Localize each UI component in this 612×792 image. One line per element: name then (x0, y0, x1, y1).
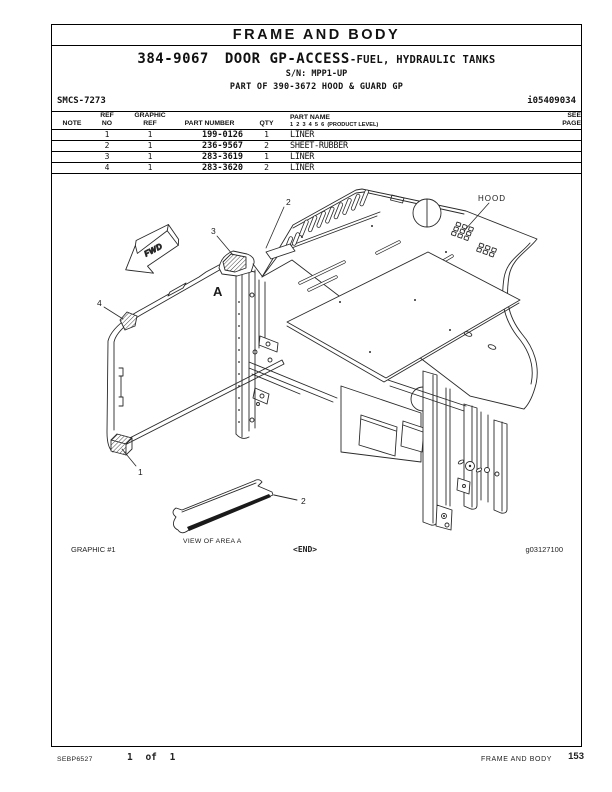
cell-ref-no: 1 (92, 129, 122, 141)
cell-qty: 1 (243, 151, 290, 163)
assembly-part-number: 384-9067 (137, 51, 209, 67)
end-marker: <END> (293, 545, 318, 554)
col-graphic-ref-2: REF (143, 119, 157, 127)
col-see-page-1: SEE (567, 112, 581, 119)
cell-qty: 2 (243, 162, 290, 174)
cell-ref-no: 3 (92, 151, 122, 163)
cell-part-name: LINER (290, 162, 530, 174)
smcs-row: SMCS-7273 i05409034 (57, 96, 576, 106)
cell-part-name: LINER (290, 151, 530, 163)
cell-ref-no: 4 (92, 162, 122, 174)
col-see-page-2: PAGE (562, 119, 581, 127)
table-row: 1 1 199-0126 1 LINER (52, 129, 581, 141)
cell-part-name: LINER (290, 129, 530, 141)
cell-part-number: 283-3620 (178, 162, 243, 174)
cell-qty: 1 (243, 129, 290, 141)
sheet-count: 1 of 1 (127, 752, 176, 763)
assembly-title: DOOR GP-ACCESS (224, 51, 350, 67)
cell-see-page (530, 140, 581, 152)
col-note: NOTE (62, 119, 82, 127)
cell-part-number: 199-0126 (178, 129, 243, 141)
cell-graphic-ref: 1 (122, 151, 178, 163)
col-part-name: PART NAME (290, 113, 330, 121)
parent-assembly: PART OF 390-3672 HOOD & GUARD GP (229, 82, 404, 92)
header-rule (52, 110, 581, 112)
col-ref-no-1: REF (100, 112, 114, 119)
cell-see-page (530, 162, 581, 174)
cell-note (52, 151, 92, 163)
publication-number: SEBP6527 (57, 756, 93, 763)
cell-ref-no: 2 (92, 140, 122, 152)
smcs-code: SMCS-7273 (57, 96, 106, 106)
table-row: 3 1 283-3619 1 LINER (52, 151, 581, 163)
graphic-id: g03127100 (525, 545, 563, 554)
col-product-level: 1 2 3 4 5 6 (PRODUCT LEVEL) (290, 121, 379, 128)
page-number: 153 (568, 751, 584, 762)
cell-see-page (530, 129, 581, 141)
serial-range: S/N: MPP1-UP (285, 69, 348, 79)
col-part-number: PART NUMBER (184, 119, 235, 127)
table-row: 2 1 236-9567 2 SHEET-RUBBER (52, 140, 581, 152)
footer-section: FRAME AND BODY (480, 756, 552, 763)
cell-note (52, 140, 92, 152)
cell-see-page (530, 151, 581, 163)
col-qty: QTY (259, 119, 274, 127)
section-title: FRAME AND BODY (232, 27, 401, 43)
cell-graphic-ref: 1 (122, 140, 178, 152)
cell-part-number: 283-3619 (178, 151, 243, 163)
media-number: i05409034 (527, 96, 576, 106)
cell-note (52, 162, 92, 174)
page-border: FRAME AND BODY 384-9067 DOOR GP-ACCESS -… (51, 24, 582, 747)
graphic-caption: GRAPHIC #1 (71, 545, 116, 554)
cell-part-number: 236-9567 (178, 140, 243, 152)
section-title-bar: FRAME AND BODY (52, 25, 581, 46)
col-ref-no-2: NO (101, 119, 113, 127)
cell-graphic-ref: 1 (122, 129, 178, 141)
table-row: 4 1 283-3620 2 LINER (52, 162, 581, 174)
cell-graphic-ref: 1 (122, 162, 178, 174)
assembly-header: 384-9067 DOOR GP-ACCESS -FUEL, HYDRAULIC… (52, 51, 581, 92)
cell-qty: 2 (243, 140, 290, 152)
cell-note (52, 129, 92, 141)
col-graphic-ref-1: GRAPHIC (134, 112, 166, 119)
assembly-subtitle: -FUEL, HYDRAULIC TANKS (349, 54, 496, 66)
cell-part-name: SHEET-RUBBER (290, 140, 530, 152)
